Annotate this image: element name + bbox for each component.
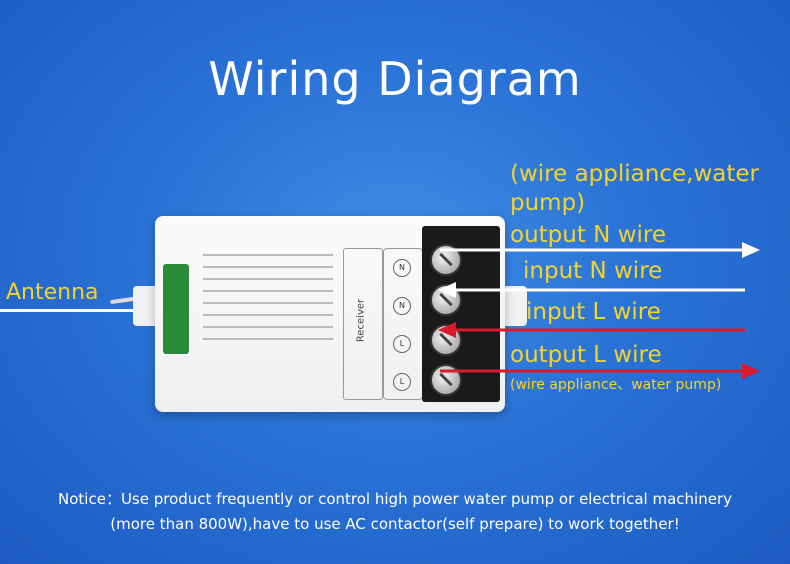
- terminal-label-n2: N: [393, 297, 411, 315]
- antenna-label: Antenna: [6, 280, 99, 305]
- wire-appliance-bottom-label: (wire appliance、water pump): [510, 377, 722, 393]
- input-n-arrowhead: [438, 282, 456, 298]
- input-n-label: input N wire: [523, 258, 663, 284]
- output-l-label: output L wire: [510, 342, 662, 368]
- brand-logo: [163, 264, 189, 354]
- notice-line-2: (more than 800W),have to use AC contacto…: [110, 515, 680, 533]
- terminal-label-n1: N: [393, 259, 411, 277]
- antenna-wire: [0, 309, 160, 312]
- terminal-label-l2: L: [393, 373, 411, 391]
- input-l-arrowhead: [438, 322, 456, 338]
- notice-text: Notice：Use product frequently or control…: [0, 487, 790, 537]
- terminal-label-l1: L: [393, 335, 411, 353]
- page-title: Wiring Diagram: [208, 52, 582, 106]
- output-n-arrowhead: [742, 242, 760, 258]
- output-n-label: output N wire: [510, 222, 666, 248]
- output-l-arrowhead: [742, 363, 760, 379]
- spec-lines: [203, 244, 333, 394]
- notice-line-1: Notice：Use product frequently or control…: [58, 490, 732, 508]
- input-l-label: input L wire: [526, 299, 661, 325]
- wire-appliance-top-label: (wire appliance,water pump): [510, 161, 759, 216]
- receiver-box: Receiver: [343, 248, 383, 400]
- screw-output-l: [430, 364, 462, 396]
